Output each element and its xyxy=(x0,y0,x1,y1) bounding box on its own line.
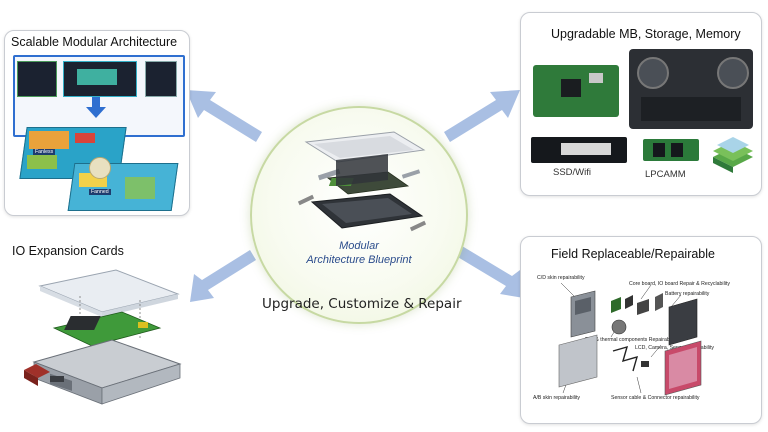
field-panel-title: Field Replaceable/Repairable xyxy=(551,247,715,261)
arrow-to-io xyxy=(190,250,256,302)
label-fan: Fan & thermal components Repairability xyxy=(585,337,678,343)
exploded-laptop-illustration xyxy=(297,131,427,232)
fanless-badge: Fanless xyxy=(33,149,56,155)
fanned-badge: Fanned xyxy=(89,189,111,195)
label-cd-skin: C/D skin repairability xyxy=(537,275,585,281)
fan-icon xyxy=(89,157,111,179)
fanless-board-red xyxy=(75,133,95,143)
blueprint-label-line1: Modular xyxy=(339,240,379,252)
label-sensor-cable: Sensor cable & Connector repairability xyxy=(611,395,700,401)
io-panel-title: IO Expansion Cards xyxy=(12,244,124,258)
laptop-fan-left xyxy=(637,57,669,89)
schematic-left xyxy=(17,61,57,97)
lpcamm-chip-2 xyxy=(671,143,683,157)
arrow-to-scalable xyxy=(186,90,262,142)
tagline: Upgrade, Customize & Repair xyxy=(262,296,462,312)
field-replaceable-panel: Field Replaceable/Repairable C/D skin re… xyxy=(520,236,762,424)
lpcamm-chip xyxy=(653,143,665,157)
down-arrow-icon xyxy=(86,97,106,118)
fanless-board-orange xyxy=(29,131,69,149)
arrow-to-upgradable xyxy=(444,90,520,142)
schematic-right xyxy=(145,61,177,97)
ssd-caption: SSD/Wifi xyxy=(553,167,591,178)
lpcamm-caption: LPCAMM xyxy=(645,169,686,180)
blueprint-circle: Modular Architecture Blueprint xyxy=(250,106,468,324)
label-lcd: LCD, Camera, Sensor repairability xyxy=(635,345,714,351)
arrow-to-field xyxy=(456,246,524,298)
upgradable-panel: Upgradable MB, Storage, Memory SSD/Wifi … xyxy=(520,12,762,196)
exploded-parts-illustration xyxy=(558,282,702,396)
memory-stack-image xyxy=(713,137,753,173)
upgradable-panel-title: Upgradable MB, Storage, Memory xyxy=(551,27,741,41)
label-battery: Battery repairability xyxy=(665,291,710,297)
blueprint-label-line2: Architecture Blueprint xyxy=(306,254,412,266)
fanned-board-green xyxy=(125,177,155,199)
laptop-battery xyxy=(641,97,741,121)
motherboard-chip-small xyxy=(589,73,603,83)
ssd-label xyxy=(561,143,611,155)
fanned-board xyxy=(67,163,179,211)
label-core-board: Core board, IO board Repair & Recyclabil… xyxy=(629,281,730,287)
scalable-panel-title: Scalable Modular Architecture xyxy=(11,35,178,49)
label-ab-skin: A/B skin repairability xyxy=(533,395,580,401)
schematic-chip xyxy=(77,69,117,85)
laptop-fan-right xyxy=(717,57,749,89)
fanless-board-green xyxy=(27,155,57,169)
motherboard-chip xyxy=(561,79,581,97)
scalable-architecture-panel: Scalable Modular Architecture Fanless Fa… xyxy=(4,30,190,216)
io-expansion-illustration xyxy=(24,269,182,405)
